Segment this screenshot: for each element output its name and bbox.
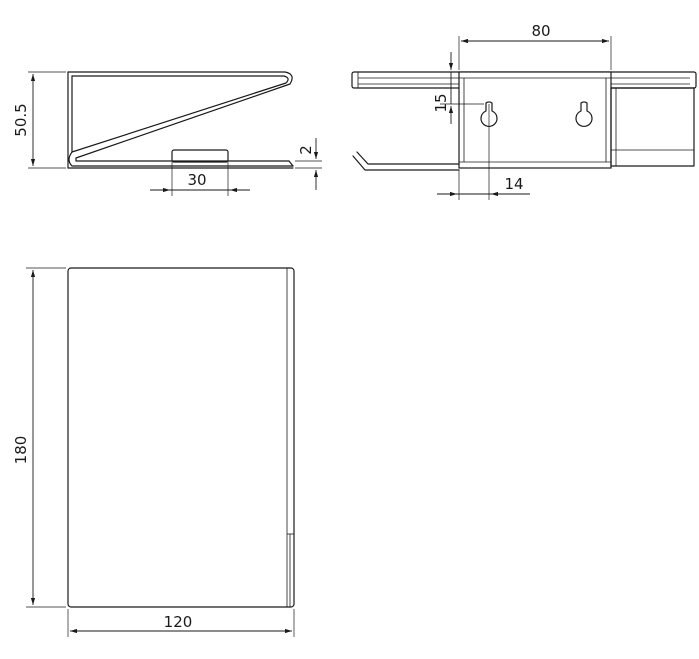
dim-front-height: 180 — [12, 436, 30, 465]
dim-front-width: 120 — [164, 613, 193, 631]
dim-hole-offset: 14 — [504, 175, 523, 193]
keyhole-left-icon — [480, 101, 498, 127]
keyhole-right-icon — [575, 101, 593, 127]
dim-hole-drop: 15 — [432, 93, 450, 112]
dim-back-width: 80 — [531, 22, 550, 40]
front-view: 180 120 — [12, 267, 295, 637]
side-view: 50.5 30 2 — [12, 71, 322, 196]
dim-base-thickness: 2 — [297, 145, 315, 155]
back-view: 80 15 14 — [351, 22, 697, 200]
dim-foot-width: 30 — [187, 171, 206, 189]
dim-side-height: 50.5 — [12, 103, 30, 136]
